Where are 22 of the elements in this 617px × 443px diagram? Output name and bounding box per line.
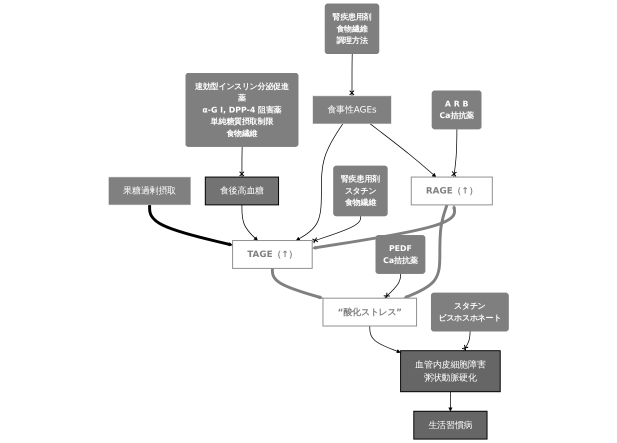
connector	[239, 146, 244, 178]
arrow	[312, 204, 456, 250]
connector	[383, 273, 401, 300]
node-box: 食事性AGEs	[312, 96, 392, 124]
node-box: 食後高血糖	[204, 176, 280, 206]
arrow	[242, 204, 258, 241]
arrow	[369, 326, 401, 354]
node-box: TAGE（↑）	[232, 240, 313, 269]
connector	[312, 216, 362, 244]
connector	[462, 331, 470, 352]
node-box: 血管内皮細胞障害 粥状動脈硬化	[400, 350, 501, 392]
node-box: “酸化ストレス”	[322, 298, 418, 327]
node-box: RAGE（↑）	[410, 176, 493, 206]
node-box: 生活習慣病	[413, 410, 488, 440]
arrow	[448, 391, 453, 412]
connector	[451, 128, 458, 178]
node-box: 果糖過剰摂取	[108, 176, 191, 206]
arrow	[148, 204, 233, 246]
arrow	[403, 204, 448, 299]
connector	[349, 54, 355, 96]
arrow	[296, 123, 344, 241]
arrow	[370, 123, 436, 178]
